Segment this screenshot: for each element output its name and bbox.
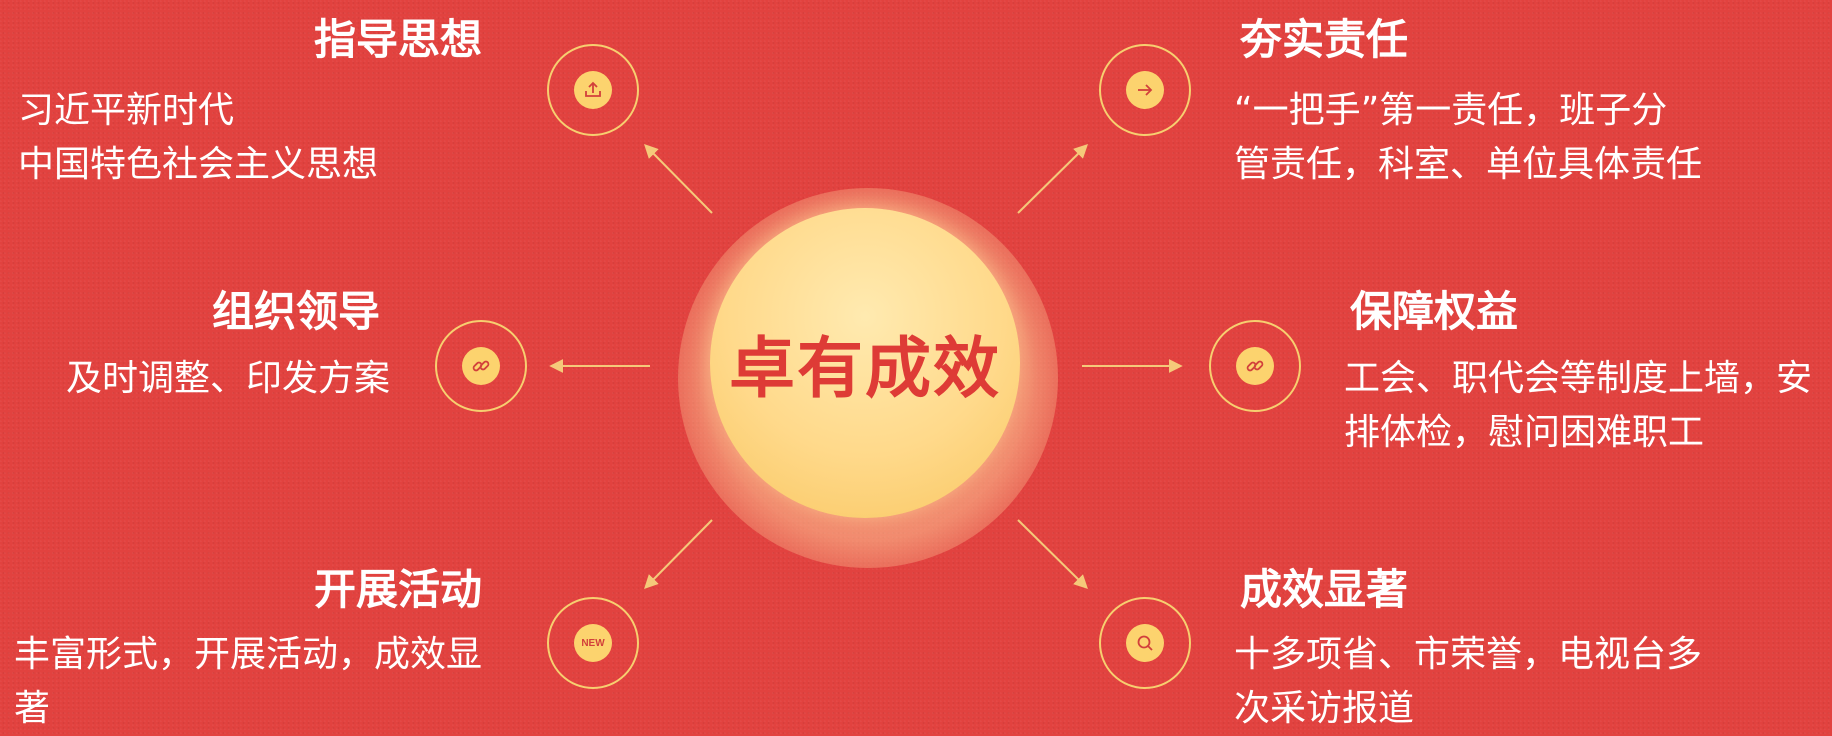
node-title-zhidao: 指导思想	[314, 15, 483, 64]
node-desc-line: 丰富形式，开展活动，成效显	[14, 634, 483, 675]
node-title-chengxiao: 成效显著	[1240, 565, 1409, 614]
arrow-to-hangshi	[1017, 144, 1088, 214]
node-desc-line: 十多项省、市荣誉，电视台多	[1234, 634, 1703, 675]
node-title-zuzhi: 组织领导	[212, 287, 381, 336]
node-desc-line: 次采访报道	[1234, 688, 1415, 729]
node-icon-ring-kaizhan: NEW	[547, 597, 639, 689]
node-desc-chengxiao: 十多项省、市荣誉，电视台多 次采访报道	[1234, 628, 1702, 736]
arrow-to-kaizhan	[644, 519, 713, 589]
node-desc-line: 中国特色社会主义思想	[18, 144, 379, 185]
new-badge-icon: NEW	[574, 624, 612, 662]
node-title-kaizhan: 开展活动	[314, 565, 483, 614]
node-desc-zhidao: 习近平新时代 中国特色社会主义思想	[18, 84, 378, 192]
node-desc-line: 著	[14, 688, 51, 729]
node-desc-baozhang: 工会、职代会等制度上墙，安 排体检，慰问困难职工	[1344, 352, 1812, 460]
arrow-right-icon	[1126, 71, 1164, 109]
node-desc-line: 管责任，科室、单位具体责任	[1234, 144, 1703, 185]
search-icon	[1126, 624, 1164, 662]
node-icon-ring-zuzhi	[435, 320, 527, 412]
node-title-baozhang: 保障权益	[1350, 287, 1519, 336]
node-desc-zuzhi: 及时调整、印发方案	[66, 352, 390, 406]
arrow-to-chengxiao	[1017, 519, 1088, 589]
center-circle: 卓有成效	[710, 208, 1020, 518]
node-desc-line: 排体检，慰问困难职工	[1344, 412, 1705, 453]
link-icon	[462, 347, 500, 385]
link-icon	[1236, 347, 1274, 385]
arrow-to-zhidao	[644, 144, 713, 214]
node-icon-ring-baozhang	[1209, 320, 1301, 412]
center-label: 卓有成效	[729, 330, 1001, 407]
node-desc-line: “一把手”第一责任，班子分	[1234, 90, 1668, 131]
node-icon-ring-hangshi	[1099, 44, 1191, 136]
node-desc-line: 及时调整、印发方案	[66, 358, 391, 399]
node-desc-line: 工会、职代会等制度上墙，安	[1344, 358, 1813, 399]
node-desc-kaizhan: 丰富形式，开展活动，成效显 著	[14, 628, 482, 736]
node-desc-hangshi: “一把手”第一责任，班子分 管责任，科室、单位具体责任	[1234, 84, 1702, 192]
upload-icon	[574, 71, 612, 109]
node-icon-ring-chengxiao	[1099, 597, 1191, 689]
node-title-hangshi: 夯实责任	[1240, 15, 1409, 64]
node-desc-line: 习近平新时代	[18, 90, 235, 131]
node-icon-ring-zhidao	[547, 44, 639, 136]
